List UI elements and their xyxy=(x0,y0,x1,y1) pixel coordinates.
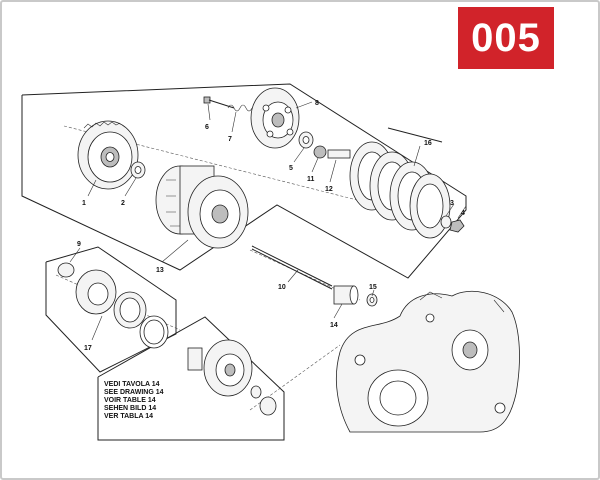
callout-11: 11 xyxy=(307,176,315,183)
callout-2: 2 xyxy=(121,200,125,207)
pushrod-part xyxy=(327,149,351,159)
clutch-housing-part xyxy=(77,120,139,190)
page-number-badge: 005 xyxy=(458,7,554,69)
callout-8: 8 xyxy=(315,100,319,107)
washer-part xyxy=(130,161,146,179)
oring-part xyxy=(366,293,378,307)
callout-7: 7 xyxy=(228,136,232,143)
callout-6: 6 xyxy=(205,124,209,131)
plates-bracket xyxy=(387,127,443,143)
lock-washer-part xyxy=(440,215,452,229)
note-line-de: SEHEN BILD 14 xyxy=(104,405,156,412)
thrust-piece-part xyxy=(313,145,327,159)
callout-3: 3 xyxy=(450,200,454,207)
clutch-plates-part xyxy=(349,141,451,239)
starter-gear-outline xyxy=(97,316,285,441)
callout-1: 1 xyxy=(82,200,86,207)
hub-nut-part xyxy=(449,219,465,233)
bush-part xyxy=(333,285,359,305)
note-line-it: VEDI TAVOLA 14 xyxy=(104,381,160,388)
callout-16: 16 xyxy=(424,140,432,147)
callout-14: 14 xyxy=(330,322,338,329)
clutch-basket-part xyxy=(155,165,249,249)
spring-part xyxy=(227,104,253,112)
bearing-part xyxy=(298,131,314,149)
leader-lines xyxy=(69,101,467,341)
starter-group-outline xyxy=(45,246,177,373)
note-line-es: VER TABLA 14 xyxy=(104,413,153,420)
starter-gear-part xyxy=(187,339,277,416)
callout-13: 13 xyxy=(156,267,164,274)
callout-9: 9 xyxy=(77,241,81,248)
callout-15: 15 xyxy=(369,284,377,291)
axis-line-case xyxy=(249,344,341,411)
bolt-part xyxy=(203,96,235,109)
callout-4: 4 xyxy=(461,210,465,217)
crankcase-part xyxy=(335,290,520,433)
pressure-plate-part xyxy=(250,87,300,149)
starter-clutch-part xyxy=(75,269,169,349)
long-pushrod-part xyxy=(251,245,333,290)
note-line-en: SEE DRAWING 14 xyxy=(104,389,164,396)
screw-part xyxy=(57,262,75,278)
callout-5: 5 xyxy=(289,165,293,172)
callout-10: 10 xyxy=(278,284,286,291)
note-line-fr: VOIR TABLE 14 xyxy=(104,397,156,404)
callout-12: 12 xyxy=(325,186,333,193)
callout-17: 17 xyxy=(84,345,92,352)
clutch-group-outline xyxy=(21,83,467,279)
